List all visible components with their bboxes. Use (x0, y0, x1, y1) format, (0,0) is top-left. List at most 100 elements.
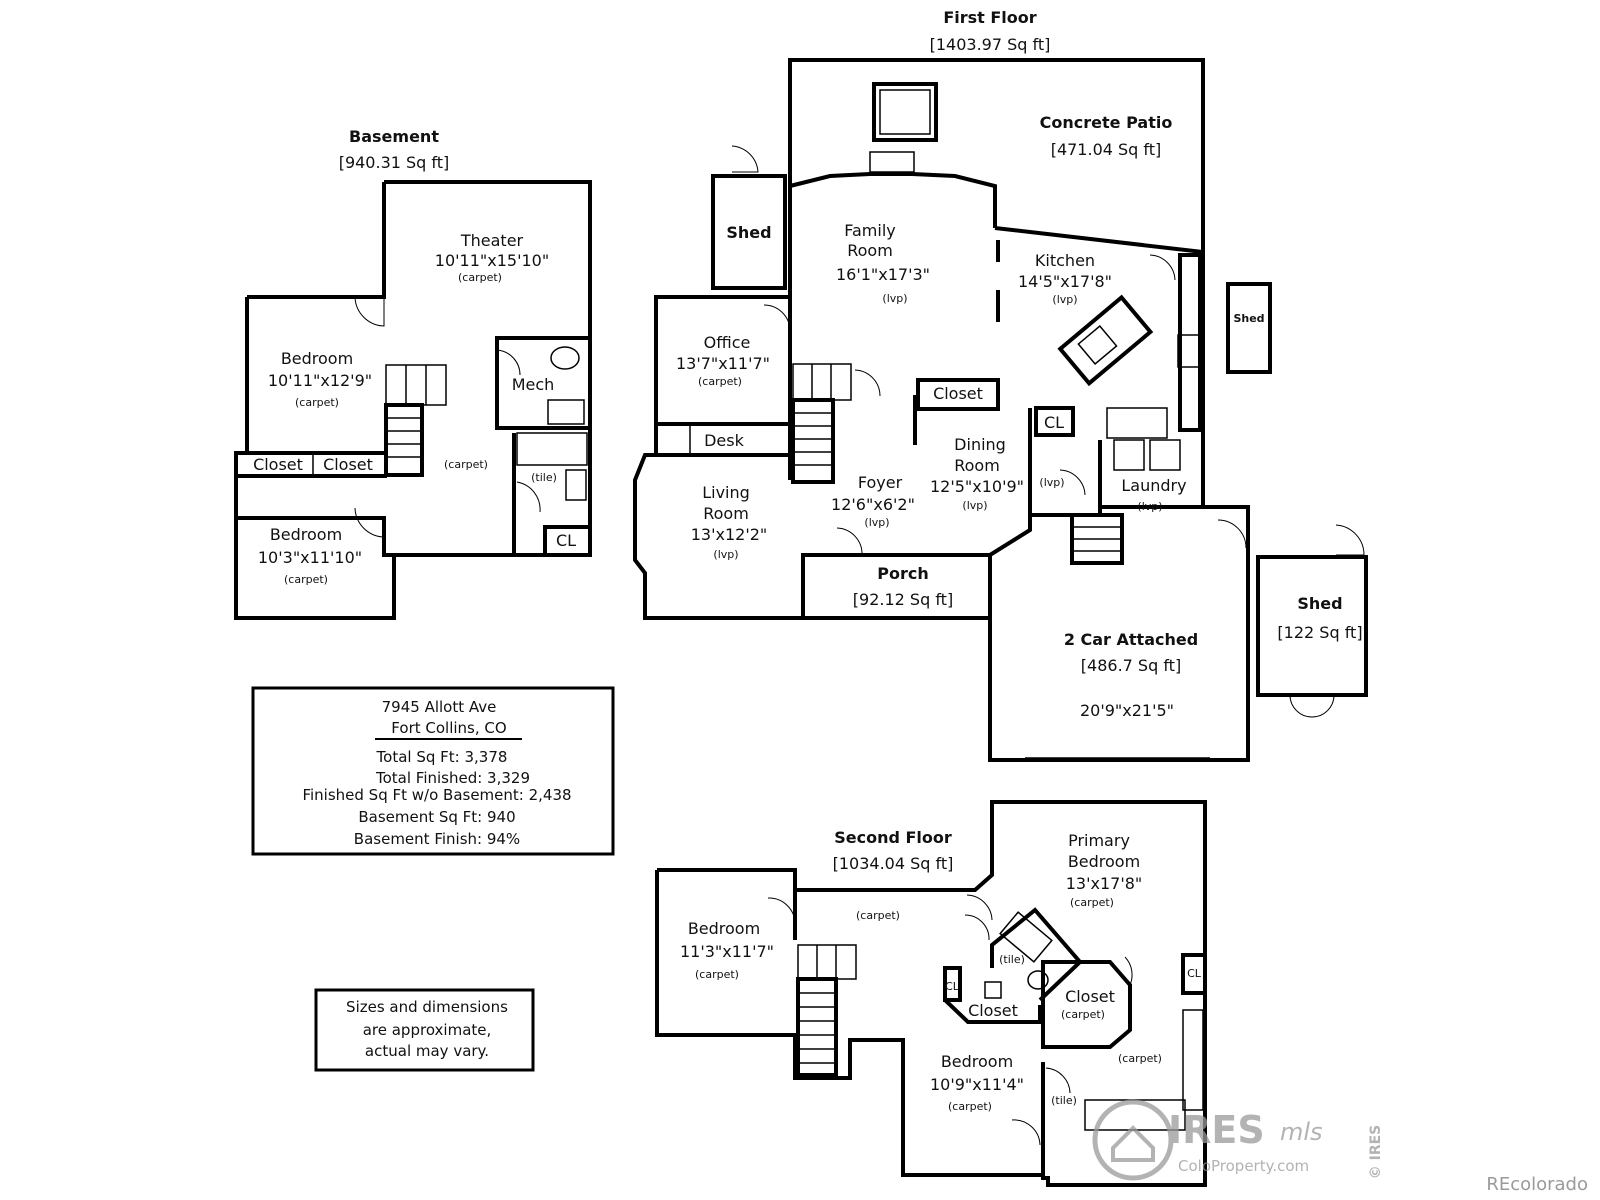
living-floor: (lvp) (713, 548, 738, 561)
foyer-name: Foyer (858, 473, 903, 492)
closet-walk-name: Closet (1065, 987, 1115, 1006)
basement-area: [940.31 Sq ft] (339, 153, 450, 172)
door-swing (731, 145, 759, 173)
laundry-floor: (lvp) (1137, 500, 1162, 513)
living-name-2: Room (703, 504, 749, 523)
garage-stairs (1070, 513, 1124, 565)
theater-name: Theater (460, 231, 524, 250)
bath-floor: (tile) (531, 471, 557, 484)
door-swing (354, 296, 385, 327)
basement-cl-box (543, 525, 592, 557)
laundry-counter (1106, 407, 1168, 439)
furnace-icon (547, 399, 585, 425)
door-swing (496, 349, 521, 376)
theater-dim: 10'11"x15'10" (435, 251, 549, 270)
living-dim: 13'x12'2" (691, 525, 768, 544)
dining-floor: (lvp) (962, 499, 987, 512)
closet-2-name: Closet (323, 455, 373, 474)
info-finished: Total Finished: 3,329 (375, 769, 530, 787)
door-swing (964, 914, 990, 941)
kitchen-island-icon (1057, 294, 1154, 387)
second-floor-title: Second Floor (834, 828, 952, 847)
bedroom-left-dim: 11'3"x11'7" (680, 942, 774, 961)
shed-right (1256, 555, 1368, 697)
laundry-name: Laundry (1121, 476, 1186, 495)
door-swing (854, 369, 881, 397)
bedroom-bottom-dim: 10'9"x11'4" (930, 1075, 1024, 1094)
dining-name-1: Dining (954, 435, 1006, 454)
double-door-swing (1289, 694, 1335, 718)
second-bath-floor: (tile) (999, 953, 1025, 966)
info-city: Fort Collins, CO (391, 719, 506, 737)
hot-tub-icon (872, 82, 938, 142)
family-name-1: Family (844, 221, 895, 240)
bedroom-left-floor: (carpet) (695, 968, 739, 981)
cl-right-label: CL (1187, 967, 1202, 980)
shed-small (1226, 282, 1272, 374)
disclaimer-box: Sizes and dimensions are approximate, ac… (314, 988, 535, 1072)
shed-small-name: Shed (1233, 312, 1264, 325)
vanity-icon (1182, 1009, 1204, 1111)
basement-stairs (384, 364, 447, 477)
info-total: Total Sq Ft: 3,378 (376, 748, 508, 766)
second-bath2-floor: (tile) (1051, 1094, 1077, 1107)
tub-walls (990, 907, 1083, 1002)
kitchen-dim: 14'5"x17'8" (1018, 272, 1112, 291)
door-swing (1059, 469, 1086, 496)
office-name: Office (704, 333, 751, 352)
shed-left-name: Shed (726, 223, 771, 242)
disclaimer-line-3: actual may vary. (365, 1042, 489, 1060)
info-finished-wo: Finished Sq Ft w/o Basement: 2,438 (302, 786, 571, 804)
second-hall-floor: (carpet) (856, 909, 900, 922)
primary-name-1: Primary (1068, 831, 1130, 850)
first-floor-plan: First Floor [1403.97 Sq ft] (633, 8, 1368, 762)
water-heater-icon (550, 346, 580, 370)
ires-site: ColoProperty.com (1178, 1157, 1309, 1175)
recolorado-watermark: REcolorado (1486, 1174, 1588, 1195)
door-swing (1045, 1067, 1071, 1094)
closet-small-name: Closet (968, 1001, 1018, 1020)
garage-name: 2 Car Attached (1064, 630, 1198, 649)
washer-icon (1113, 439, 1145, 471)
info-basement-sqft: Basement Sq Ft: 940 (358, 808, 515, 826)
ires-side: © IRES (1368, 1125, 1384, 1180)
garage-walls (988, 505, 1250, 762)
theater-floor: (carpet) (458, 271, 502, 284)
primary-floor: (carpet) (1070, 896, 1114, 909)
ires-logo-icon (1092, 1099, 1174, 1181)
bedroom-2-dim: 10'3"x11'10" (258, 548, 362, 567)
dining-dim: 12'5"x10'9" (930, 477, 1024, 496)
primary-name-2: Bedroom (1068, 852, 1140, 871)
disclaimer-line-1: Sizes and dimensions (346, 998, 508, 1016)
door-swing (354, 507, 385, 538)
second-floor-walls (655, 800, 1207, 1187)
door-swing (1217, 519, 1247, 549)
second-floor-stairs (796, 944, 857, 1077)
door-swing (1124, 956, 1133, 986)
office-dim: 13'7"x11'7" (676, 354, 770, 373)
office-floor: (carpet) (698, 375, 742, 388)
family-name-2: Room (847, 241, 893, 260)
kitchen-counter (1178, 253, 1202, 432)
ires-watermark: IRES mls ColoProperty.com © IRES (1092, 1099, 1384, 1181)
door-swing (1149, 254, 1176, 281)
closet-1-name: Closet (253, 455, 303, 474)
property-info-box: 7945 Allott Ave Fort Collins, CO Total S… (251, 686, 615, 856)
first-cl-box (1034, 406, 1075, 437)
basement-title: Basement (349, 127, 439, 146)
primary-dim: 13'x17'8" (1066, 874, 1143, 893)
sink-icon (984, 981, 1002, 999)
cl-right-box (1181, 953, 1207, 995)
mech-name: Mech (512, 375, 555, 394)
patio-area: [471.04 Sq ft] (1051, 140, 1162, 159)
family-floor: (lvp) (882, 292, 907, 305)
bathtub-icon (516, 432, 588, 466)
bedroom-2-floor: (carpet) (284, 573, 328, 586)
bedroom-bottom-floor: (carpet) (948, 1100, 992, 1113)
ires-mls: mls (1280, 1118, 1323, 1146)
walk-in-closet (1041, 960, 1132, 1049)
family-dim: 16'1"x17'3" (836, 265, 930, 284)
door-swing (767, 897, 796, 926)
toilet-icon (1027, 970, 1049, 990)
first-closet-name: Closet (933, 384, 983, 403)
